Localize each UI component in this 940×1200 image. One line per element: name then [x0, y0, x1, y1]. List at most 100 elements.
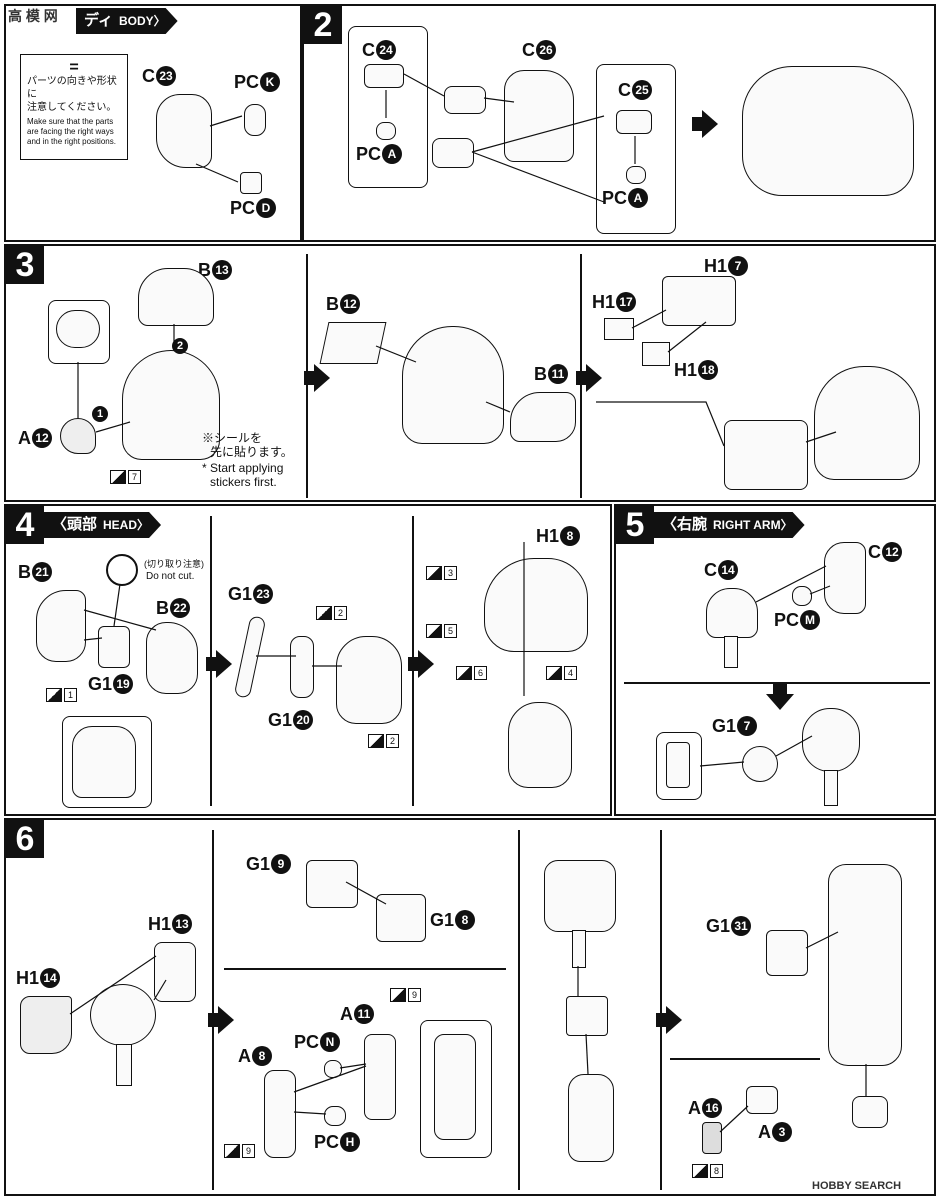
sticker-marker-5: 5	[426, 624, 457, 638]
step6-divider-h2	[670, 1058, 820, 1060]
part-joint-upper	[444, 86, 486, 114]
part-c12-shoulder	[824, 542, 866, 614]
part-upper-arm-shaft	[116, 1044, 132, 1086]
part-g1-7-detail	[666, 742, 690, 788]
part-wrist-joint	[852, 1096, 888, 1128]
part-joint-lower	[432, 138, 474, 168]
part-forearm-assembled	[568, 1074, 614, 1162]
part-arm-assembled	[802, 708, 860, 772]
step4-header-en: HEAD〉	[103, 518, 150, 532]
part-elbow-shaft	[572, 930, 586, 968]
part-g1-20-visor	[290, 636, 314, 698]
part-polycap-k	[244, 104, 266, 136]
step4-next-arrow-2	[408, 650, 434, 678]
part-c25-joint	[616, 110, 652, 134]
part-b21-head-left	[36, 590, 86, 662]
step3-number: 3	[6, 246, 44, 284]
sticker-marker-6: 6	[456, 666, 487, 680]
step2-number: 2	[304, 6, 342, 44]
part-pcm-polycap	[792, 586, 812, 606]
order-marker-2: 2	[172, 338, 188, 354]
step4-next-arrow-1	[206, 650, 232, 678]
step5-divider	[624, 682, 930, 684]
part-b12-collar	[319, 322, 387, 364]
sticker-marker-9a: 9	[390, 988, 421, 1002]
part-g1-8-hand	[376, 894, 426, 942]
part-pca-2	[626, 166, 646, 184]
do-not-cut-jp: (切り取り注意)	[144, 559, 204, 569]
step3-next-arrow-2	[576, 364, 602, 392]
part-h1-13-armor	[154, 942, 196, 1002]
step1-header-jp: ディ	[84, 12, 113, 29]
step6-divider-3	[660, 830, 662, 1190]
step6-forearm-detail-box	[420, 1020, 492, 1158]
sticker-marker-3: 3	[426, 566, 457, 580]
part-forearm-detail	[434, 1034, 476, 1140]
do-not-cut-en: Do not cut.	[146, 571, 195, 582]
part-body-step3	[122, 350, 220, 460]
note-jp-1: パーツの向きや形状に	[27, 76, 117, 100]
step4-detail-box	[62, 716, 152, 808]
site-logo-watermark: 高 模 网	[6, 6, 60, 26]
part-a12-clear-bubble	[56, 310, 100, 348]
step3-sticker-note-jp1: ※シールを	[202, 431, 263, 445]
part-pch-polycap	[324, 1106, 346, 1126]
part-a3-piece	[746, 1086, 778, 1114]
part-g1-7-ring	[742, 746, 778, 782]
step1-note-box: = パーツの向きや形状に 注意してください。 Make sure that th…	[20, 54, 128, 160]
step6-next-arrow-2	[656, 1006, 682, 1034]
part-b13-shoulder	[138, 268, 214, 326]
step2-next-arrow	[692, 110, 718, 138]
part-body-final	[814, 366, 920, 480]
part-body-core	[156, 94, 212, 168]
part-pcn-polycap	[324, 1060, 342, 1078]
step6-divider-2	[518, 830, 520, 1190]
part-b11-chest	[510, 392, 576, 442]
part-h1-7-skirt	[662, 276, 736, 326]
part-b22-head-right	[146, 622, 198, 694]
part-g1-31-parts	[766, 930, 808, 976]
sticker-marker-9b: 9	[224, 1144, 255, 1158]
hobby-search-watermark: HOBBY SEARCH	[812, 1180, 902, 1192]
step6-number: 6	[6, 820, 44, 858]
part-head-assembly	[336, 636, 402, 724]
part-c26-frame	[504, 70, 574, 162]
step3-sticker-note-en2: stickers first.	[210, 475, 277, 489]
step5-down-arrow	[766, 684, 794, 710]
part-g1-9-hand	[306, 860, 358, 908]
part-h1-8-helmet	[484, 558, 588, 652]
step6-next-arrow-1	[208, 1006, 234, 1034]
sticker-marker-2a: 2	[316, 606, 347, 620]
part-upper-arm-ball	[90, 984, 156, 1046]
note-en: Make sure that the parts are facing the …	[27, 117, 116, 146]
part-g1-23-antenna	[233, 615, 267, 699]
part-head-final	[508, 702, 572, 788]
step3-sticker-note-en1: * Start applying	[202, 461, 284, 475]
